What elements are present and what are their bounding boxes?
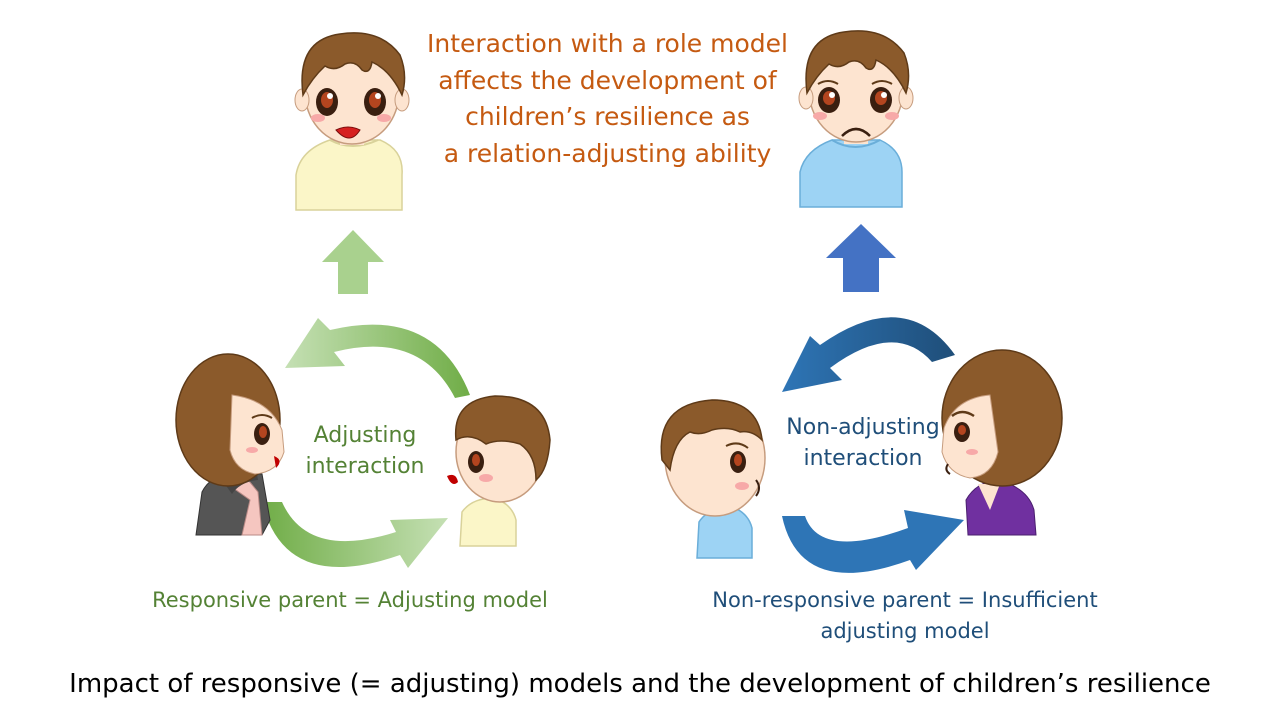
headline-line: affects the development of <box>438 65 777 95</box>
adjusting-interaction-label: Adjusting interaction <box>270 420 460 482</box>
non-adjusting-child-figure <box>660 399 766 559</box>
caption-line: adjusting model <box>820 619 990 643</box>
adjusting-cycle-arrows <box>262 318 470 568</box>
non-responsive-parent-figure <box>941 349 1063 536</box>
sad-child-figure <box>798 30 914 208</box>
adjusting-child-figure <box>447 395 551 547</box>
headline-line: a relation-adjusting ability <box>443 138 772 168</box>
non-adjusting-interaction-label: Non-adjusting interaction <box>758 412 968 474</box>
non-adjusting-cycle-arrows <box>782 317 964 573</box>
happy-child-figure <box>294 32 410 211</box>
adjusting-label-line: interaction <box>305 454 425 479</box>
non-adjusting-label-line: interaction <box>803 446 923 471</box>
figure-title: Impact of responsive (= adjusting) model… <box>69 669 1211 699</box>
headline-text: Interaction with a role model affects th… <box>395 26 820 172</box>
headline-line: children’s resilience as <box>465 102 750 131</box>
non-responsive-parent-caption: Non-responsive parent = Insufficient adj… <box>660 585 1150 647</box>
green-up-arrow <box>322 230 384 294</box>
blue-up-arrow <box>826 224 896 292</box>
caption-line: Non-responsive parent = Insufficient <box>712 588 1098 612</box>
non-adjusting-label-line: Non-adjusting <box>786 415 940 440</box>
responsive-parent-caption: Responsive parent = Adjusting model <box>152 588 548 612</box>
headline-line: Interaction with a role model <box>427 29 788 58</box>
adjusting-label-line: Adjusting <box>313 423 417 448</box>
responsive-parent-figure <box>175 353 285 536</box>
